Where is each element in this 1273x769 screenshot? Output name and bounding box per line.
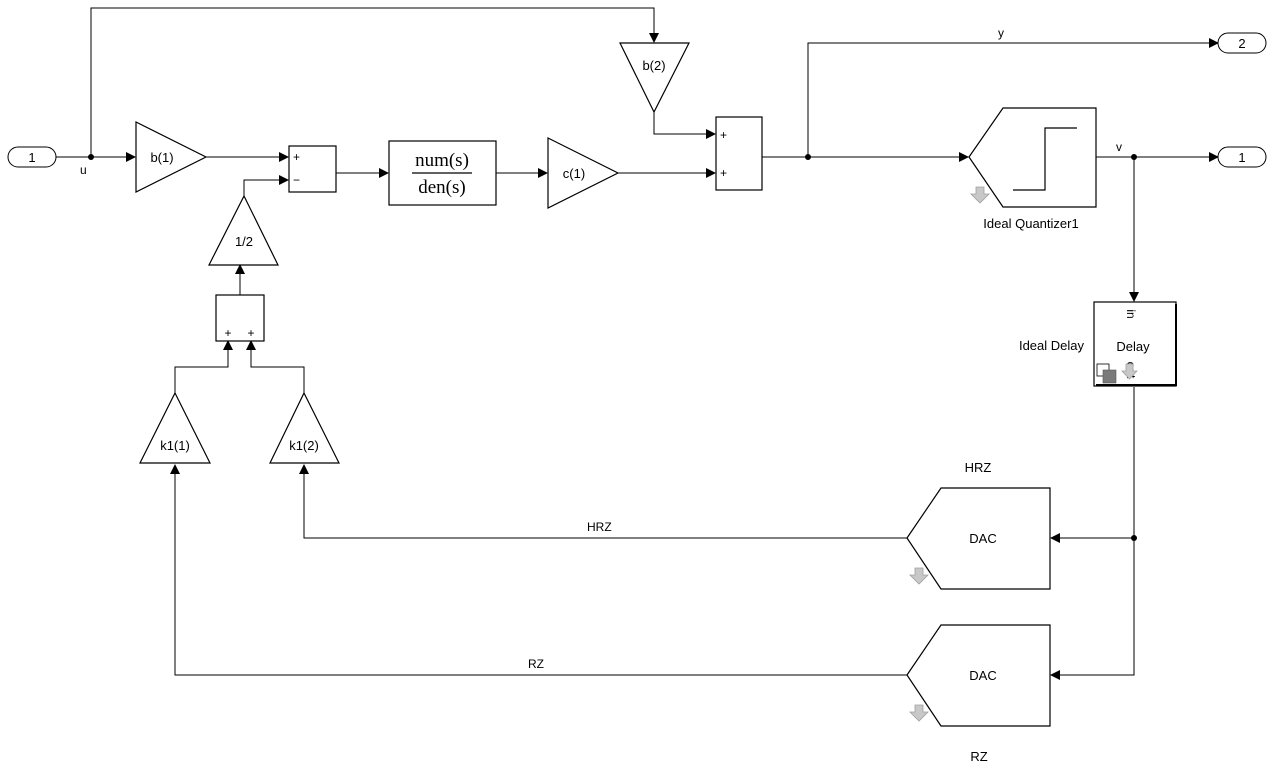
wire-k12-to-sum3[interactable] — [246, 340, 305, 393]
gain-half-label: 1/2 — [235, 234, 253, 249]
signal-label-y: y — [998, 26, 1004, 40]
dac-hrz-label: DAC — [969, 531, 996, 546]
subsystem-badge-dark-icon — [1102, 369, 1117, 384]
dac-rz-block[interactable]: DAC — [906, 624, 1051, 727]
transfer-fcn-numerator: num(s) — [415, 150, 469, 171]
gain-b1[interactable]: b(1) — [135, 121, 208, 193]
sum-3-sign-left: + — [224, 326, 231, 340]
wire-hrz-to-k12[interactable] — [299, 464, 907, 539]
dac-rz-title: RZ — [970, 749, 987, 764]
gain-k11[interactable]: k1(1) — [139, 391, 211, 464]
wire-b2-to-sum2[interactable] — [653, 112, 716, 139]
delay-body-label: Delay — [1116, 339, 1150, 354]
wire-y-to-out2[interactable] — [807, 38, 1219, 157]
down-arrow-icon — [970, 186, 990, 204]
gain-c1-label: c(1) — [563, 166, 585, 181]
gain-b2-label: b(2) — [642, 58, 665, 73]
wire-half-to-sum1[interactable] — [243, 175, 289, 196]
wire-rz-to-k11[interactable] — [170, 464, 907, 676]
gain-k12-label: k1(2) — [289, 438, 319, 453]
gain-c1[interactable]: c(1) — [547, 137, 620, 209]
sum-3-sign-right: + — [247, 326, 254, 340]
outport-2-label: 2 — [1238, 36, 1245, 51]
outport-1[interactable]: 1 — [1217, 146, 1267, 168]
signal-label-rz: RZ — [528, 657, 544, 671]
transfer-fcn-denominator: den(s) — [418, 177, 465, 198]
sum-2[interactable]: + + — [715, 116, 763, 191]
quantizer-step-icon — [1013, 127, 1077, 191]
dac-hrz-block[interactable]: DAC — [906, 487, 1051, 590]
delay-in-port-label: in — [1124, 309, 1138, 318]
wire-k11-to-sum3[interactable] — [174, 340, 233, 393]
gain-k12[interactable]: k1(2) — [269, 391, 340, 464]
signal-label-v: v — [1116, 140, 1122, 154]
signal-label-hrz: HRZ — [587, 520, 612, 534]
quantizer-block[interactable] — [968, 107, 1097, 208]
signal-label-u: u — [80, 163, 87, 177]
transfer-fcn[interactable]: num(s) den(s) — [388, 140, 497, 206]
down-arrow-icon — [909, 567, 929, 585]
delay-block[interactable]: in Delay out — [1093, 301, 1177, 387]
gain-b2[interactable]: b(2) — [619, 42, 690, 114]
gain-k11-label: k1(1) — [160, 438, 190, 453]
down-arrow-icon — [1121, 363, 1138, 380]
sum-1-sign-top: + — [293, 150, 300, 164]
dac-rz-label: DAC — [969, 668, 996, 683]
inport-1[interactable]: 1 — [7, 146, 57, 168]
outport-1-label: 1 — [1238, 150, 1245, 165]
dac-hrz-title: HRZ — [965, 460, 992, 475]
inport-1-label: 1 — [28, 150, 35, 165]
sum-1[interactable]: + − — [288, 145, 337, 193]
sum-2-sign-top: + — [720, 128, 727, 142]
sum-2-sign-bottom: + — [720, 166, 727, 180]
wire-u-to-b2[interactable] — [90, 7, 659, 157]
gain-b1-label: b(1) — [150, 150, 173, 165]
outport-2[interactable]: 2 — [1217, 32, 1267, 54]
sum-1-sign-bottom: − — [293, 173, 300, 187]
wires — [56, 7, 1219, 680]
quantizer-name: Ideal Quantizer1 — [983, 216, 1078, 231]
gain-half[interactable]: 1/2 — [208, 194, 279, 266]
down-arrow-icon — [909, 704, 929, 722]
wire-delay-to-dac-rz[interactable] — [1050, 387, 1135, 680]
delay-name: Ideal Delay — [1019, 338, 1085, 353]
sum-3[interactable]: + + — [215, 294, 265, 342]
